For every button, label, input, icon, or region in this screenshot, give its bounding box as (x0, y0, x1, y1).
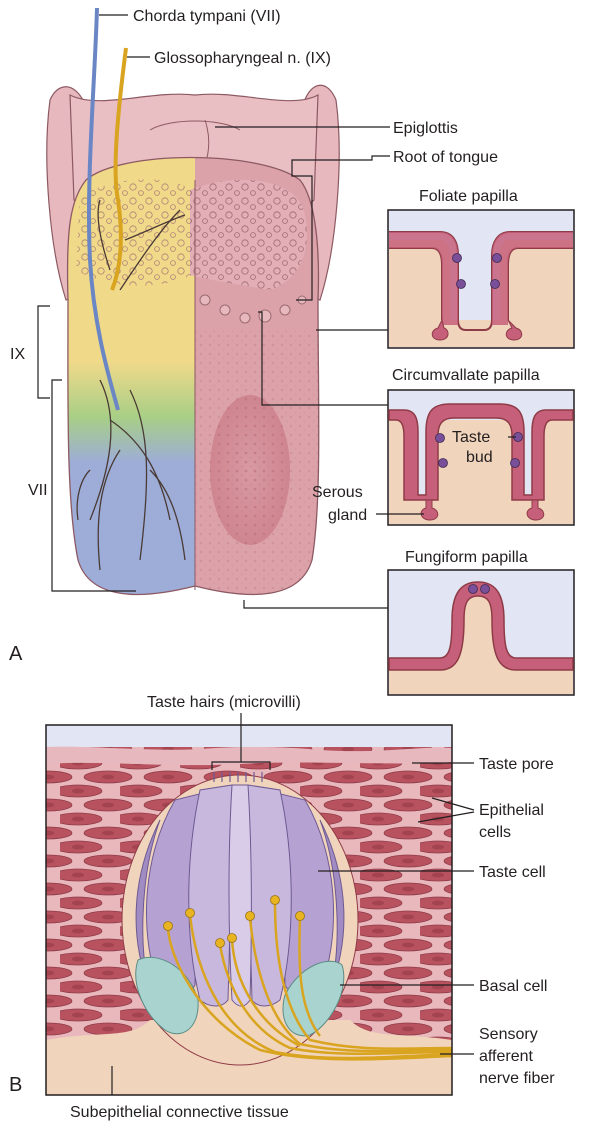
glossopharyngeal-nerve (110, 47, 128, 291)
tongue-illustration (46, 7, 340, 596)
foliate-inset: Foliate papilla (387, 188, 575, 349)
fungiform-papilla-title: Fungiform papilla (405, 549, 528, 566)
surface-layer (46, 725, 452, 747)
basal-cells (135, 956, 345, 1037)
panel-a-letter: A (9, 643, 23, 665)
vii-bracket (51, 379, 136, 592)
circumvallate-inset: Circumvallate papilla Taste bud Serous g… (312, 367, 575, 526)
taste-pore-label: Taste pore (479, 756, 554, 773)
chorda-tympani-nerve (86, 7, 120, 411)
taste-cell-label: Taste cell (479, 864, 546, 881)
mucosal-surface (46, 746, 452, 766)
nerve-endings (163, 895, 305, 948)
panel-b-labels: Taste hairs (microvilli) Taste pore Epit… (9, 694, 555, 1121)
taste-hairs (213, 772, 263, 782)
ix-label: IX (10, 346, 25, 363)
taste-bud-label-1: Taste (452, 429, 490, 446)
nerve-branches (76, 199, 186, 571)
basal-cell-label: Basal cell (479, 978, 547, 995)
epiglottis-label: Epiglottis (393, 120, 458, 137)
sensory-label-1: Sensory (479, 1026, 538, 1043)
ix-rough-area (76, 179, 192, 286)
vii-label: VII (28, 482, 48, 499)
epithelial-cells-label-1: Epithelial (479, 802, 544, 819)
nerve-fibers (166, 901, 453, 1061)
serous-gland-label-1: Serous (312, 484, 363, 501)
tongue-right-dots (195, 330, 319, 595)
serous-gland-label-2: gland (328, 507, 367, 524)
taste-hairs-label: Taste hairs (microvilli) (147, 694, 301, 711)
foliate-papilla-title: Foliate papilla (419, 188, 518, 205)
sensory-label-3: nerve fiber (479, 1070, 555, 1087)
tongue-outline (66, 156, 320, 596)
chorda-tympani-label: Chorda tympani (VII) (133, 8, 281, 25)
fungiform-inset: Fungiform papilla (387, 549, 575, 696)
ix-bracket (37, 305, 50, 399)
root-of-tongue-label: Root of tongue (393, 149, 498, 166)
taste-bud-label-2: bud (466, 449, 493, 466)
circumvallate-papilla-title: Circumvallate papilla (392, 367, 540, 384)
sensory-label-2: afferent (479, 1048, 534, 1065)
taste-bud-cross-section (45, 724, 453, 1096)
panel-b-leaders (111, 713, 475, 1095)
taste-cells (135, 784, 345, 1007)
panel-a-labels: Chorda tympani (VII) Glossopharyngeal n.… (9, 8, 498, 665)
panel-b-letter: B (9, 1074, 22, 1096)
connective-tissue-label: Subepithelial connective tissue (70, 1104, 289, 1121)
epithelial-cells-label-2: cells (479, 824, 511, 841)
glossopharyngeal-label: Glossopharyngeal n. (IX) (154, 50, 331, 67)
panel-a-leaders (37, 14, 390, 609)
